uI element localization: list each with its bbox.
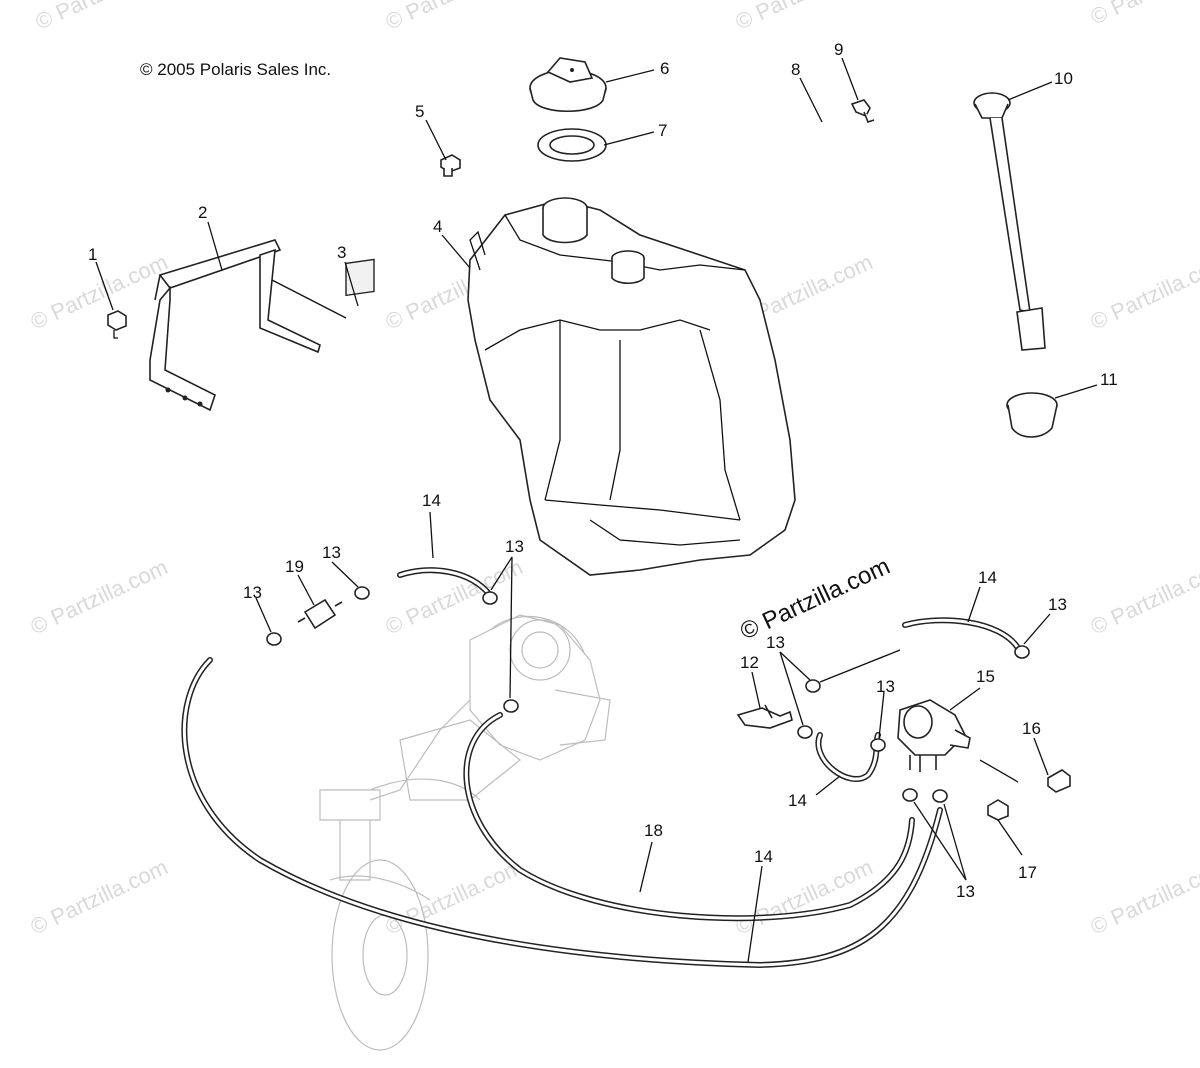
vent-fitting xyxy=(850,99,875,123)
watermark: © Partzilla.com xyxy=(732,0,877,35)
callout-17: 17 xyxy=(1018,863,1037,882)
watermark: © Partzilla.com xyxy=(1087,554,1200,639)
engine-ghost-outline xyxy=(319,614,611,1051)
watermark: © Partzilla.com xyxy=(27,249,172,334)
hose-clamps xyxy=(266,586,1030,803)
callout-13: 13 xyxy=(1048,595,1067,614)
callout-13: 13 xyxy=(243,583,262,602)
watermark: © Partzilla.com xyxy=(1087,249,1200,334)
callout-2: 2 xyxy=(198,203,207,222)
callout-3: 3 xyxy=(337,243,346,262)
callout-10: 10 xyxy=(1054,69,1073,88)
watermark: © Partzilla.com xyxy=(32,0,177,35)
pump-nut xyxy=(987,799,1009,821)
callout-9: 9 xyxy=(834,40,843,59)
fuel-tank-bracket xyxy=(149,239,321,412)
bolt xyxy=(440,154,461,177)
callout-13: 13 xyxy=(766,633,785,652)
watermark: © Partzilla.com xyxy=(382,854,527,939)
pump-bolt xyxy=(1047,769,1071,793)
watermark: © Partzilla.com xyxy=(27,554,172,639)
fuel-line-hoses xyxy=(181,567,1021,969)
fuel-sender xyxy=(973,92,1046,351)
bracket-pad xyxy=(345,258,375,297)
grommet xyxy=(1006,392,1058,438)
watermark: © Partzilla.com xyxy=(382,554,527,639)
callout-11: 11 xyxy=(1100,370,1118,389)
nut xyxy=(107,310,127,339)
fuel-cap xyxy=(529,57,607,113)
callout-7: 7 xyxy=(658,121,667,140)
callout-5: 5 xyxy=(415,102,424,121)
partzilla-watermark-main: © Partzilla.com xyxy=(736,553,894,646)
watermark: © Partzilla.com xyxy=(1087,0,1200,30)
callout-13: 13 xyxy=(956,882,975,901)
callout-14: 14 xyxy=(978,568,997,587)
callout-19: 19 xyxy=(285,557,304,576)
callout-16: 16 xyxy=(1022,719,1041,738)
watermark: © Partzilla.com xyxy=(27,854,172,939)
callout-18: 18 xyxy=(644,821,663,840)
callout-13: 13 xyxy=(322,543,341,562)
copyright-text: © 2005 Polaris Sales Inc. xyxy=(140,60,331,79)
callout-labels: 1 2 3 4 5 6 7 8 9 10 11 12 13 13 13 13 1… xyxy=(88,40,1118,901)
callout-8: 8 xyxy=(791,60,800,79)
callout-6: 6 xyxy=(660,59,669,78)
fuel-tank xyxy=(467,197,796,576)
callout-14: 14 xyxy=(788,791,807,810)
fuel-pump xyxy=(897,699,971,772)
callout-1: 1 xyxy=(88,245,97,264)
cap-gasket xyxy=(537,128,607,162)
callout-14: 14 xyxy=(754,847,773,866)
callout-14: 14 xyxy=(422,491,441,510)
fuel-filter xyxy=(297,598,343,630)
callout-12: 12 xyxy=(740,653,759,672)
callout-4: 4 xyxy=(433,217,442,236)
watermark: © Partzilla.com xyxy=(1087,854,1200,939)
leader-lines xyxy=(95,57,1098,963)
watermark: © Partzilla.com xyxy=(382,0,527,35)
callout-13: 13 xyxy=(505,537,524,556)
tee-fitting xyxy=(736,704,793,729)
callout-13: 13 xyxy=(876,677,895,696)
callout-15: 15 xyxy=(976,667,995,686)
